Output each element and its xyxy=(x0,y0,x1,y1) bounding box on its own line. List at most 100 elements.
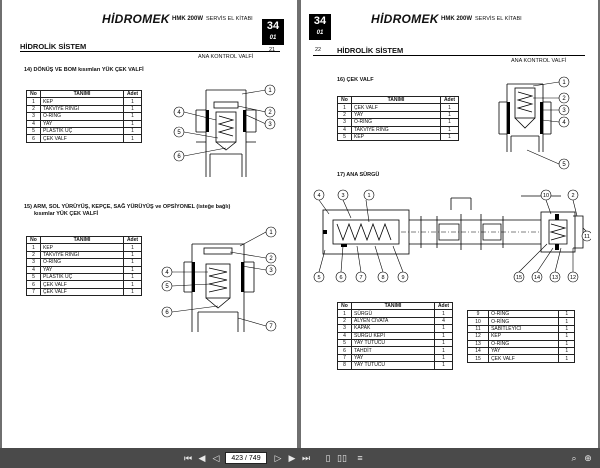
single-page-icon[interactable]: ▯ xyxy=(325,453,331,463)
viewer-toolbar: ⏮ ◀ ◁ ▷ ▶ ⏭ ▯ ▯▯ ≡ ⌕ ⊕ xyxy=(0,448,600,468)
caption-line: 15) ARM, SOL YÜRÜYÜŞ, KEPÇE, SAĞ YÜRÜYÜŞ… xyxy=(24,204,231,210)
manual-title: SERVİS EL KİTABI xyxy=(475,16,522,22)
search-icon[interactable]: ⌕ xyxy=(571,453,577,463)
cell-no: 2 xyxy=(26,104,41,114)
next-page-alt-icon[interactable]: ▷ xyxy=(274,453,282,463)
two-page-icon[interactable]: ▯▯ xyxy=(337,453,347,463)
cell-quantity: 1 xyxy=(434,361,453,370)
cell-description: YAY xyxy=(40,265,124,274)
callout-label: 1 xyxy=(367,193,370,199)
callout-label: 6 xyxy=(339,275,342,281)
callout-label: 1 xyxy=(269,230,273,236)
section-sub: 01 xyxy=(316,30,324,36)
cell-description: ÇEK VALF xyxy=(488,354,560,363)
cell-quantity: 1 xyxy=(123,97,142,106)
cell-quantity: 1 xyxy=(123,258,142,267)
col-header: Adet xyxy=(440,95,459,105)
zoom-icon[interactable]: ⊕ xyxy=(584,453,592,463)
cell-quantity: 1 xyxy=(440,132,459,142)
cell-no: 3 xyxy=(337,118,352,127)
prev-page-alt-icon[interactable]: ◁ xyxy=(212,453,220,463)
cell-no: 2 xyxy=(337,110,352,120)
cell-no: 1 xyxy=(26,97,41,106)
cell-no: 7 xyxy=(26,287,41,297)
cell-quantity: 1 xyxy=(123,112,142,121)
cell-no: 1 xyxy=(337,309,352,318)
callout-label: 6 xyxy=(165,310,169,316)
cell-no: 4 xyxy=(337,331,352,340)
cell-quantity: 1 xyxy=(558,324,575,334)
cell-description: SÜRGÜ xyxy=(351,309,435,318)
callout-label: 4 xyxy=(177,110,181,116)
callout-label: 11 xyxy=(584,234,590,240)
check-valve-drawing-2: 1 2 3 4 5 6 7 xyxy=(161,226,277,332)
col-header: No xyxy=(26,235,41,245)
page-subtitle: ANA KONTROL VALFİ xyxy=(511,58,567,64)
next-page-icon[interactable]: ▶ xyxy=(288,453,296,463)
col-header: Adet xyxy=(434,301,453,311)
section-title: HİDROLİK SİSTEM xyxy=(20,42,87,51)
cell-description: O-RİNG xyxy=(40,258,124,267)
cell-description: KAPAK xyxy=(351,324,435,333)
callout-label: 3 xyxy=(562,108,566,114)
check-valve-drawing-1: 1 2 3 4 5 6 xyxy=(173,84,276,177)
cell-no: 9 xyxy=(466,309,490,319)
cell-no: 13 xyxy=(466,339,490,348)
cell-no: 15 xyxy=(466,354,490,363)
cell-description: SÜRGÜ KEPİ xyxy=(351,331,435,340)
section-badge: 34 01 xyxy=(309,14,331,40)
last-page-icon[interactable]: ⏭ xyxy=(301,453,311,463)
cell-no: 12 xyxy=(466,332,490,341)
page-number-input[interactable] xyxy=(225,452,267,464)
cell-quantity: 1 xyxy=(434,309,453,318)
cell-no: 7 xyxy=(337,353,352,363)
cell-description: TAKVİYE RİNG xyxy=(351,125,441,134)
section-badge: 34 01 xyxy=(262,19,284,45)
figure-caption-2: 15) ARM, SOL YÜRÜYÜŞ, KEPÇE, SAĞ YÜRÜYÜŞ… xyxy=(24,204,230,218)
callout-label: 1 xyxy=(268,88,272,94)
callout-label: 8 xyxy=(381,275,384,281)
cell-quantity: 1 xyxy=(123,104,142,114)
col-header: No xyxy=(26,89,41,99)
cell-quantity: 1 xyxy=(558,354,575,363)
cell-quantity: 1 xyxy=(123,280,142,289)
callout-label: 15 xyxy=(516,275,522,281)
left-page: HİDROMEK HMK 200W SERVİS EL KİTABI 34 01… xyxy=(2,0,297,448)
first-page-icon[interactable]: ⏮ xyxy=(183,453,193,463)
table-header-row: No TANIMI Adet xyxy=(26,235,142,245)
cell-description: YAY xyxy=(40,119,124,128)
model-name: HMK 200W xyxy=(441,16,473,22)
cell-no: 3 xyxy=(337,324,352,333)
cell-no: 2 xyxy=(337,316,352,326)
prev-page-icon[interactable]: ◀ xyxy=(198,453,206,463)
page-number: 22 xyxy=(315,47,322,53)
callout-label: 7 xyxy=(269,324,273,330)
cell-description: TAKVİYE RİNGİ xyxy=(40,104,124,114)
scroll-icon[interactable]: ≡ xyxy=(357,453,363,463)
cell-no: 4 xyxy=(26,119,41,128)
cell-description: TAHDİT xyxy=(351,346,435,355)
cell-quantity: 1 xyxy=(434,331,453,340)
callout-label: 3 xyxy=(269,268,273,274)
brand-logo: HİDROMEK xyxy=(371,12,439,26)
figure-caption: 16) ÇEK VALF xyxy=(337,77,374,83)
cell-no: 6 xyxy=(26,134,41,143)
cell-quantity: 1 xyxy=(123,134,142,143)
page-number: 21 xyxy=(269,47,276,53)
cell-description: YAY xyxy=(351,110,441,120)
